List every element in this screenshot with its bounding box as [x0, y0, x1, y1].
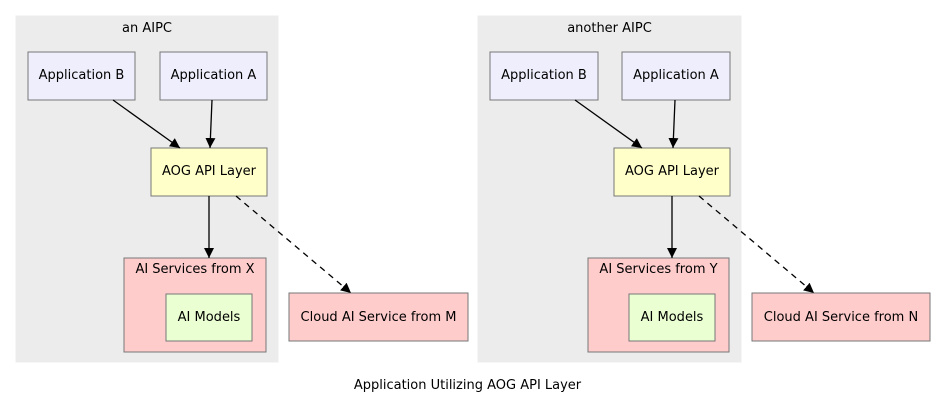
cloud-service-m-label: Cloud AI Service from M	[301, 310, 457, 325]
application-a-label-right: Application A	[633, 68, 719, 83]
application-b-node-left[interactable]: Application B	[27, 51, 136, 101]
edge-api-to-cloud-m	[235, 195, 352, 294]
edge-app-a-to-api-left	[205, 99, 216, 149]
ai-models-node-left[interactable]: AI Models	[165, 293, 253, 342]
ai-models-label-right: AI Models	[641, 310, 704, 325]
cloud-service-n-label: Cloud AI Service from N	[764, 310, 918, 325]
ai-services-cluster-left: AI Services from X AI Models	[123, 257, 267, 353]
cloud-service-n-box	[751, 292, 931, 342]
aog-api-layer-label-right: AOG API Layer	[625, 164, 720, 179]
ai-models-label-left: AI Models	[178, 310, 241, 325]
cluster-an-aipc: an AIPC Application B Application A AOG …	[15, 15, 279, 363]
ai-services-label-left: AI Services from X	[135, 262, 254, 277]
application-a-label-left: Application A	[171, 68, 257, 83]
ai-models-box-left	[165, 293, 253, 342]
application-a-node-left[interactable]: Application A	[159, 51, 268, 101]
edge-app-b-to-api-left	[112, 99, 181, 149]
application-b-box-left	[27, 51, 136, 101]
cluster-another-aipc: another AIPC Application B Application A…	[477, 15, 742, 363]
aog-api-layer-node-left[interactable]: AOG API Layer	[150, 147, 268, 197]
application-b-box-right	[489, 51, 599, 101]
application-a-box-right	[621, 51, 731, 101]
aog-api-layer-node-right[interactable]: AOG API Layer	[613, 147, 731, 197]
ai-services-label-right: AI Services from Y	[599, 262, 717, 277]
edge-app-a-to-api-right	[668, 99, 679, 149]
ai-models-node-right[interactable]: AI Models	[628, 293, 716, 342]
cloud-service-m-node[interactable]: Cloud AI Service from M	[288, 292, 469, 342]
cloud-service-m-box	[288, 292, 469, 342]
application-a-node-right[interactable]: Application A	[621, 51, 731, 101]
application-b-label-right: Application B	[501, 68, 587, 83]
aog-api-layer-box-left	[150, 147, 268, 197]
aog-api-layer-box-right	[613, 147, 731, 197]
cluster-another-aipc-title: another AIPC	[567, 21, 652, 36]
edge-api-to-cloud-n	[698, 195, 815, 294]
application-b-node-right[interactable]: Application B	[489, 51, 599, 101]
diagram-caption: Application Utilizing AOG API Layer	[354, 378, 582, 393]
ai-models-box-right	[628, 293, 716, 342]
application-a-box-left	[159, 51, 268, 101]
aog-api-layer-label-left: AOG API Layer	[162, 164, 257, 179]
cluster-an-aipc-title: an AIPC	[122, 21, 172, 36]
edge-app-b-to-api-right	[574, 99, 643, 149]
ai-services-cluster-right: AI Services from Y AI Models	[587, 257, 730, 353]
cloud-service-n-node[interactable]: Cloud AI Service from N	[751, 292, 931, 342]
application-b-label-left: Application B	[39, 68, 125, 83]
